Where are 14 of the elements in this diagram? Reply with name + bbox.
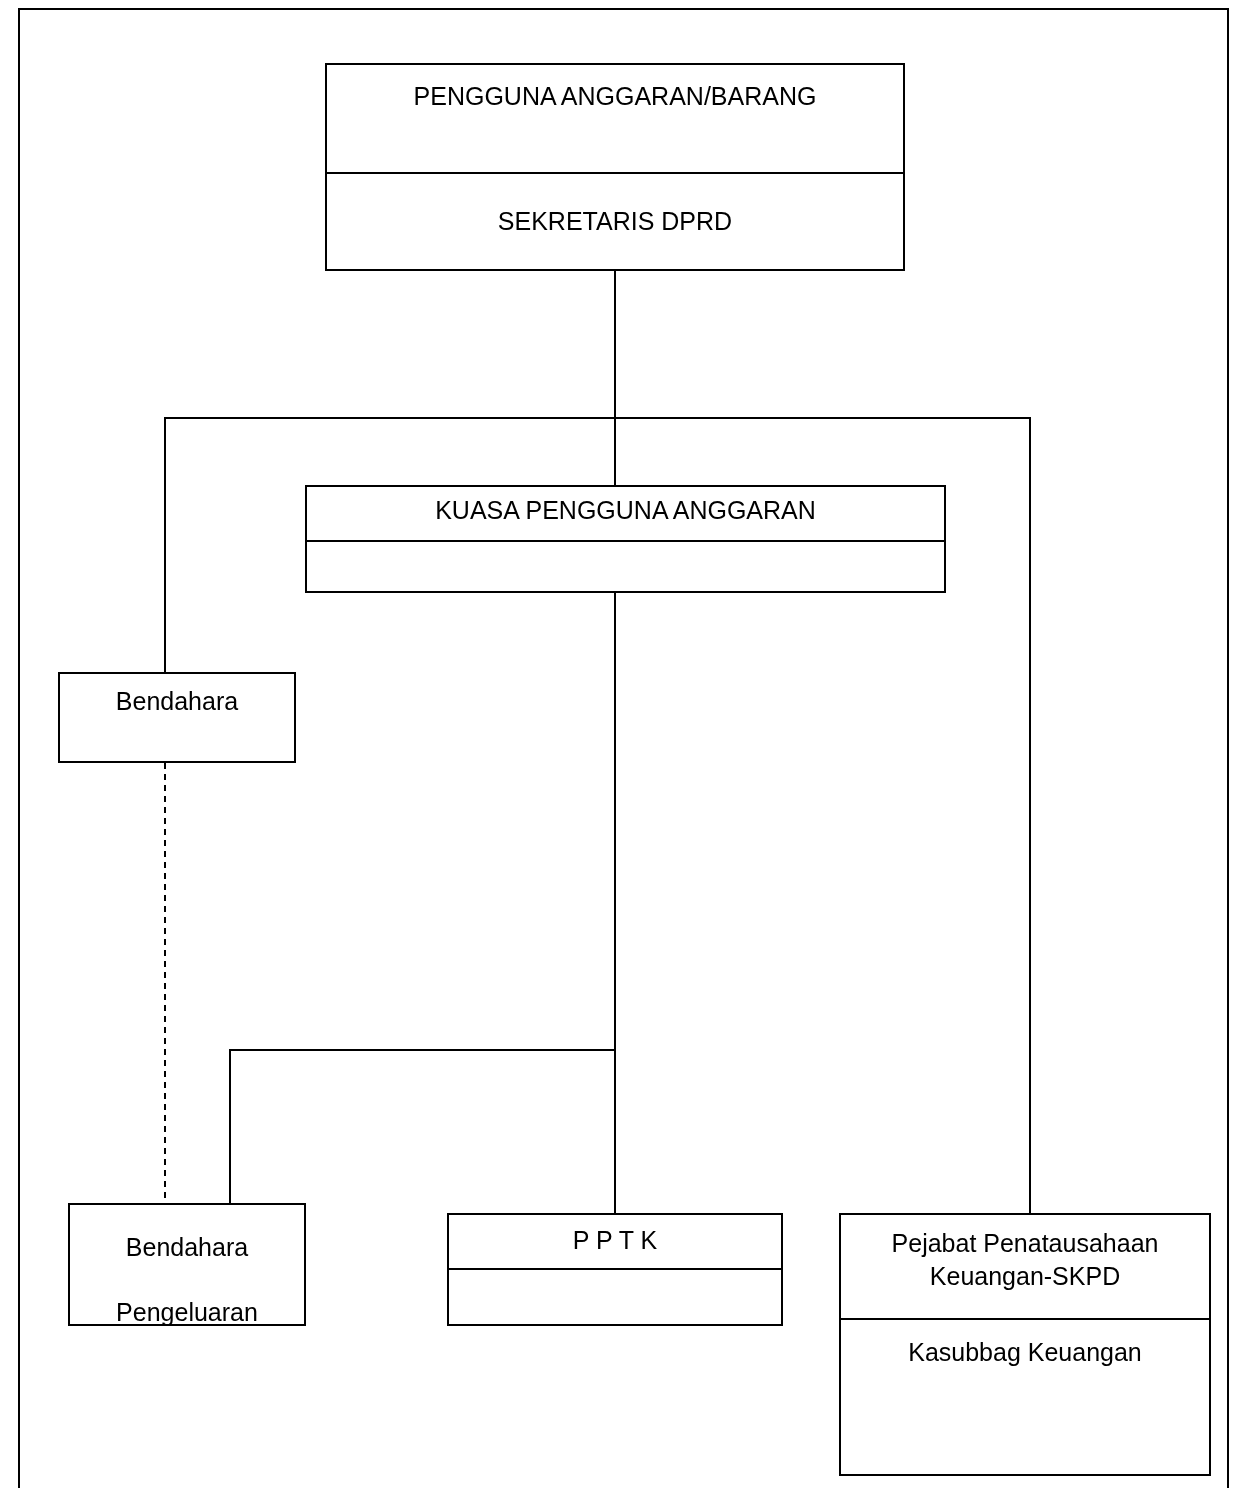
box-label: P P T K — [571, 1225, 659, 1255]
box-label: PENGGUNA ANGGARAN/BARANG — [412, 81, 818, 111]
box-label: SEKRETARIS DPRD — [496, 206, 734, 236]
box-label: Kasubbag Keuangan — [907, 1337, 1143, 1368]
org-box — [58, 672, 296, 763]
org-box — [839, 1213, 1211, 1476]
org-box — [305, 485, 946, 593]
box-label: Pejabat Penatausahaan Keuangan-SKPD — [890, 1228, 1160, 1292]
org-box — [447, 1213, 783, 1326]
box-label: Bendahara — [114, 686, 240, 716]
org-box — [68, 1203, 306, 1326]
box-label: Bendahara Pengeluaran — [115, 1232, 259, 1328]
box-label: KUASA PENGGUNA ANGGARAN — [434, 495, 817, 525]
org-box — [325, 63, 905, 271]
